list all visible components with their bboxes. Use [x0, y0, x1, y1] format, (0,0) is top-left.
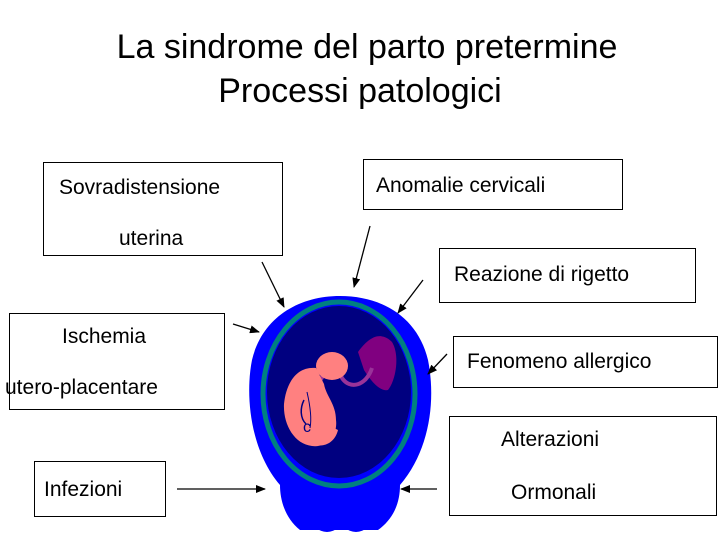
label-ischemia-1: Ischemia [62, 325, 147, 348]
cervix-left-lobe [311, 500, 343, 532]
amniotic-membrane [260, 299, 418, 489]
label-anomalie-cervicali: Anomalie cervicali [376, 174, 546, 197]
box-alterazioni-ormonali: Alterazioni Ormonali [449, 416, 717, 516]
placenta [358, 336, 397, 391]
cervix-right-lobe [340, 500, 372, 532]
box-reazione-rigetto: Reazione di rigetto [439, 248, 696, 303]
title-line-1: La sindrome del parto pretermine [116, 28, 618, 66]
arrow-rigetto [397, 279, 424, 314]
box-fenomeno-allergico: Fenomeno allergico [453, 336, 718, 388]
label-fenomeno-allergico: Fenomeno allergico [467, 350, 652, 373]
box-ischemia: Ischemia utero-placentare [5, 313, 225, 410]
title-line-2: Processi patologici [218, 72, 502, 110]
box-anomalie-cervicali: Anomalie cervicali [363, 159, 623, 210]
label-sovradistensione-1: Sovradistensione [59, 176, 221, 199]
arrow-sovradistensione [261, 261, 285, 308]
arrow-anomalie [352, 225, 371, 288]
arrow-allergico [427, 353, 448, 375]
label-reazione-rigetto: Reazione di rigetto [454, 263, 630, 286]
arrow-ischemia [232, 323, 260, 334]
label-infezioni: Infezioni [44, 478, 123, 501]
box-infezioni: Infezioni [34, 461, 166, 517]
fetus-ear-glyph: c [303, 419, 311, 436]
fetus-arm-line [300, 399, 307, 425]
box-sovradistensione: Sovradistensione uterina [43, 162, 283, 256]
label-ischemia-2: utero-placentare [5, 376, 158, 399]
fetus-body-line [306, 391, 312, 429]
arrows [177, 225, 448, 493]
label-sovradistensione-2: uterina [119, 227, 184, 250]
label-alterazioni-1: Alterazioni [501, 428, 600, 451]
label-alterazioni-2: Ormonali [511, 481, 597, 504]
